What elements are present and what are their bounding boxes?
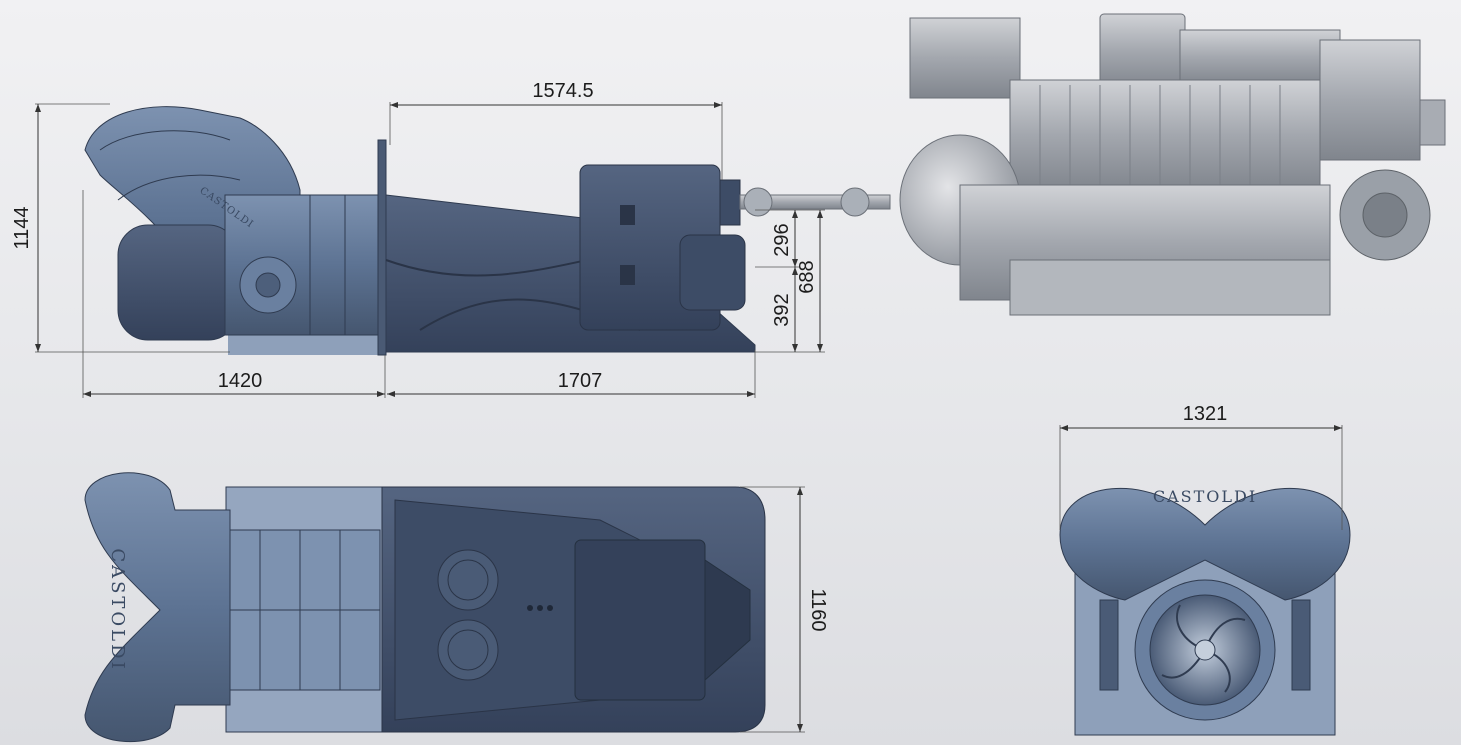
side-view-jet [84,106,756,356]
rear-castoldi-mark: CASTOLDI [1153,487,1257,506]
dim-1144-label: 1144 [11,206,33,249]
rear-cylinder-left [1099,599,1119,691]
driveshaft-ujoint-front [743,187,773,217]
dim-1420-label: 1420 [218,370,263,392]
engine-block-upper [1009,79,1321,191]
dimension-1144: 1144 [11,103,230,353]
dimension-1707: 1707 [387,350,756,398]
side-view-engine [899,13,1446,316]
dim-392-label: 392 [771,293,793,326]
engine-top-manifold [1179,29,1341,86]
rear-steering-bucket [1059,487,1351,601]
dimension-296-392-688: 296 392 688 [755,209,825,353]
top-inspection-port-1 [437,549,499,611]
dimension-1574-5: 1574.5 [389,80,723,180]
top-gearbox [574,539,706,701]
dimension-1160: 1160 [740,486,829,733]
engine-turbo-right [1319,39,1421,161]
side-output-flange [719,179,741,226]
engine-front-housing [1419,99,1446,146]
top-view-jet: CASTOLDI [84,472,766,743]
side-transom-plate [377,139,387,356]
dimension-1420: 1420 [82,190,386,398]
engine-oil-pan [1009,259,1331,316]
rear-view-jet: CASTOLDI [1059,487,1351,736]
top-castoldi-mark: CASTOLDI [107,548,128,671]
dim-688-label: 688 [796,260,818,293]
dim-296-label: 296 [771,223,793,256]
driveshaft-ujoint-rear [840,187,870,217]
dim-1574-5-label: 1574.5 [532,80,593,102]
top-inspection-port-2 [437,619,499,681]
top-steering-nozzle [84,472,231,743]
side-view-driveshaft [739,187,891,217]
dim-1160-label: 1160 [807,588,829,631]
dim-1321-label: 1321 [1183,403,1228,425]
dim-1707-label: 1707 [558,370,603,392]
engine-intake-box [1099,13,1186,90]
top-gearbox-nose [704,559,751,682]
engine-turbo-left [909,17,1021,99]
side-nozzle [117,224,239,341]
side-gearbox-cover [679,234,746,311]
dimension-1321: 1321 [1059,403,1343,530]
rear-cylinder-right [1291,599,1311,691]
